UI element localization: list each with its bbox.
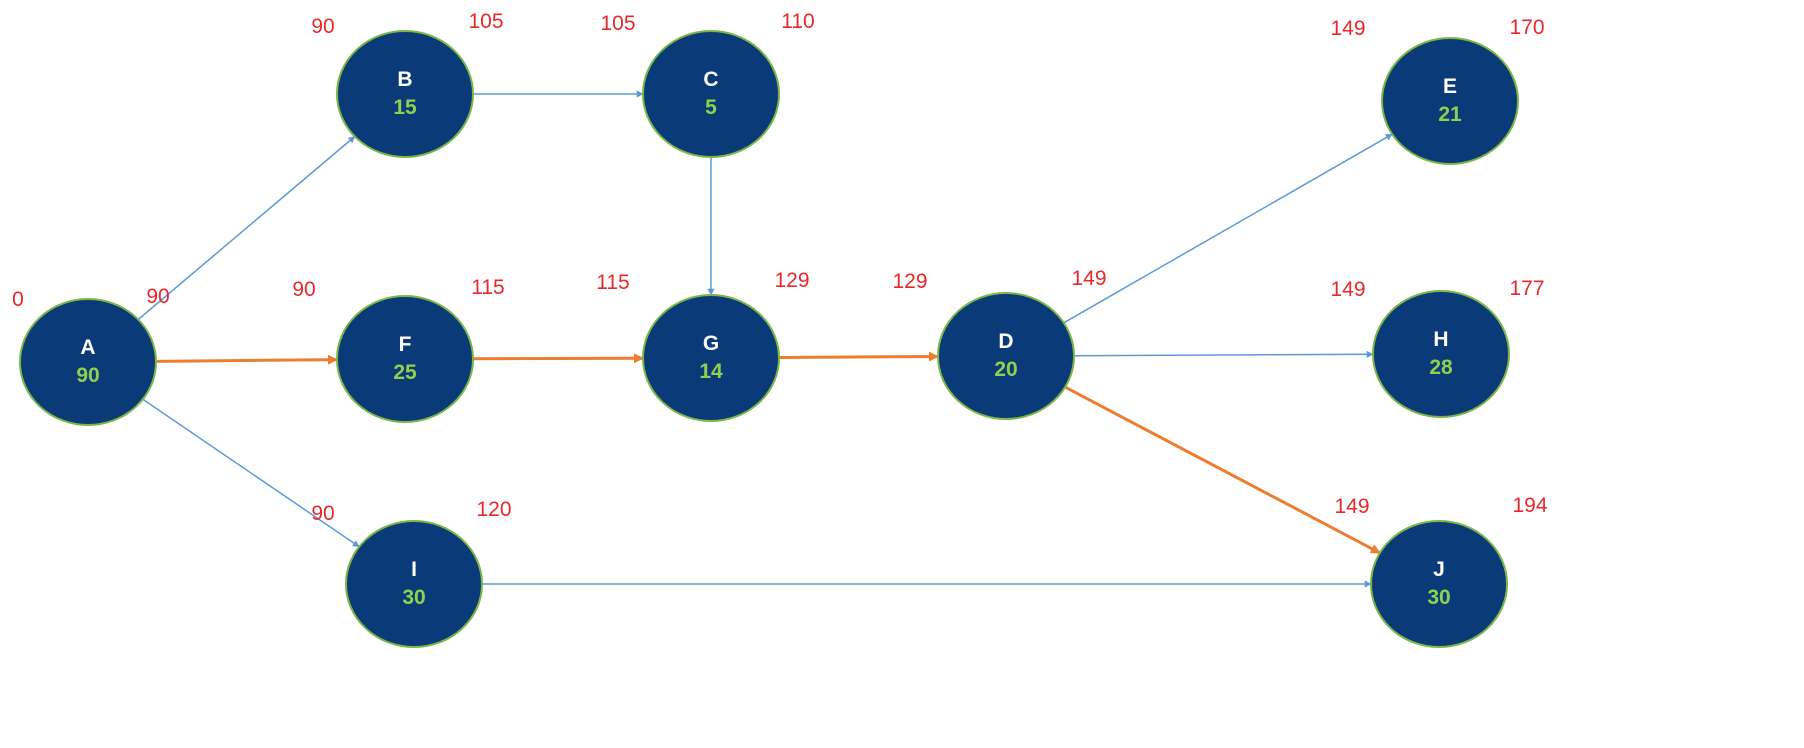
finish-time-d: 149 <box>1071 267 1106 290</box>
start-time-f: 90 <box>292 278 315 301</box>
node-c: C5 <box>642 30 780 158</box>
edge-a-b <box>137 135 356 321</box>
node-duration: 30 <box>1427 586 1450 609</box>
node-i: I 30 <box>345 520 483 648</box>
node-duration: 20 <box>994 358 1017 381</box>
start-time-b: 90 <box>311 15 334 38</box>
node-label: D <box>998 330 1013 353</box>
node-e: E 21 <box>1381 37 1519 165</box>
node-label: C <box>703 68 718 91</box>
node-h: H 28 <box>1372 290 1510 418</box>
node-label: F <box>399 333 412 356</box>
node-duration: 5 <box>705 96 717 119</box>
node-g: G 14 <box>642 294 780 422</box>
finish-time-b: 105 <box>468 10 503 33</box>
finish-time-i: 120 <box>476 498 511 521</box>
node-circle <box>1370 520 1508 648</box>
edge-d-e <box>1063 133 1393 324</box>
node-label: I <box>411 558 417 581</box>
node-label: A <box>80 336 95 359</box>
node-label: G <box>703 332 719 355</box>
edge-f-g-critical <box>472 353 644 364</box>
node-label: B <box>397 68 412 91</box>
node-duration: 28 <box>1429 356 1453 379</box>
node-circle <box>336 30 474 158</box>
node-j: J 30 <box>1370 520 1508 648</box>
node-circle <box>642 294 780 422</box>
node-duration: 14 <box>699 360 723 383</box>
edge-g-d-critical <box>778 351 939 362</box>
node-a: A 90 <box>19 298 157 426</box>
start-time-e: 149 <box>1330 17 1365 40</box>
node-f: F 25 <box>336 295 474 423</box>
edge-a-i <box>142 398 360 548</box>
node-circle <box>336 295 474 423</box>
start-time-c: 105 <box>600 12 635 35</box>
finish-time-f: 115 <box>471 276 504 299</box>
edges-layer <box>137 90 1393 588</box>
node-circle <box>1381 37 1519 165</box>
start-time-j: 149 <box>1334 495 1369 518</box>
node-b: B 15 <box>336 30 474 158</box>
edge-d-h <box>1073 350 1374 358</box>
finish-time-h: 177 <box>1509 277 1544 300</box>
start-time-h: 149 <box>1330 278 1365 301</box>
node-circle <box>937 292 1075 420</box>
node-circle <box>642 30 780 158</box>
node-circle <box>1372 290 1510 418</box>
time-labels-layer: 0 90 90 105 105 110 90 115 115 129 129 149 90 120 149 1… <box>12 10 1548 525</box>
edge-d-j-critical <box>1064 385 1381 555</box>
node-duration: 25 <box>393 361 417 384</box>
node-duration: 15 <box>393 96 417 119</box>
node-duration: 21 <box>1438 103 1462 126</box>
node-duration: 30 <box>402 586 425 609</box>
node-label: H <box>1433 328 1448 351</box>
start-time-i: 90 <box>311 502 334 525</box>
node-duration: 90 <box>76 364 99 387</box>
node-d: D 20 <box>937 292 1075 420</box>
finish-time-c: 110 <box>781 10 814 33</box>
finish-time-g: 129 <box>774 269 809 292</box>
edge-a-f-critical <box>155 354 338 365</box>
node-circle <box>345 520 483 648</box>
finish-time-a: 90 <box>146 285 169 308</box>
start-time-a: 0 <box>12 288 24 311</box>
node-circle <box>19 298 157 426</box>
start-time-d: 129 <box>892 270 927 293</box>
start-time-g: 115 <box>596 271 629 294</box>
finish-time-j: 194 <box>1512 494 1547 517</box>
finish-time-e: 170 <box>1509 16 1544 39</box>
node-label: J <box>1433 558 1445 581</box>
node-label: E <box>1443 75 1457 98</box>
